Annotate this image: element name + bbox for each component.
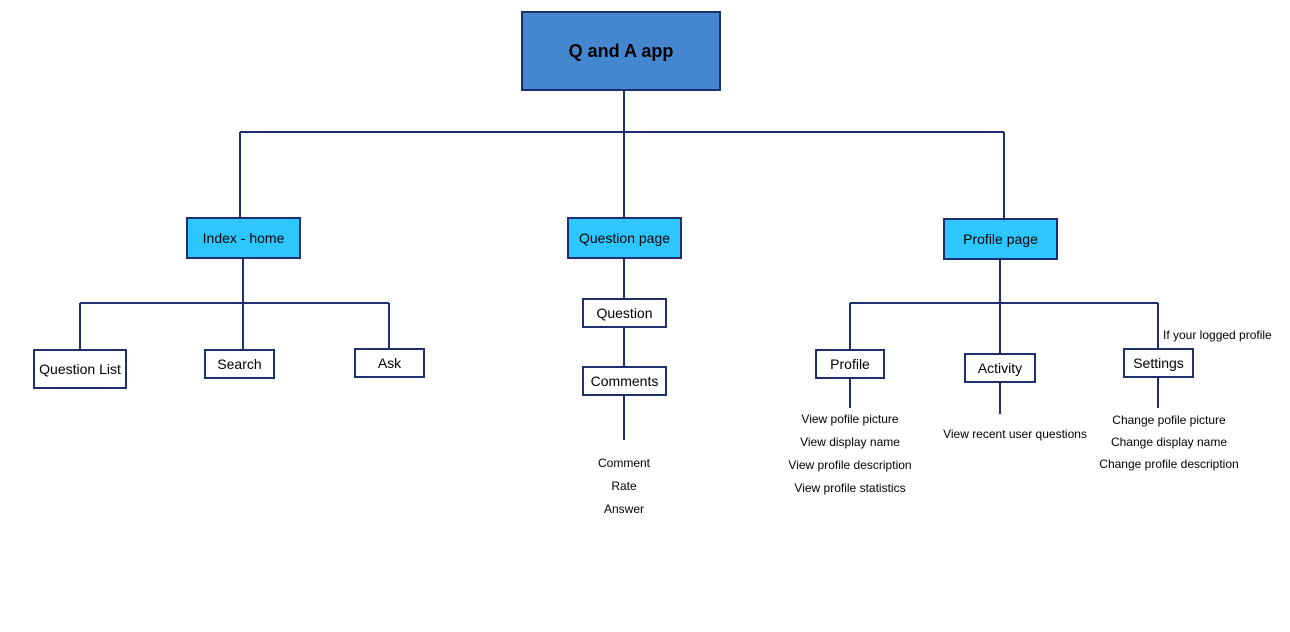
ask-node: Ask: [354, 348, 425, 378]
profile-page-node: Profile page: [943, 218, 1058, 260]
list-item: Answer: [603, 502, 644, 516]
profile-items-list: View pofile picture View display name Vi…: [770, 408, 930, 500]
root-node: Q and A app: [521, 11, 721, 91]
root-label: Q and A app: [568, 41, 674, 61]
profile-page-label: Profile page: [963, 231, 1038, 247]
list-item: Rate: [611, 479, 637, 493]
list-item: Change profile description: [1099, 457, 1239, 471]
activity-items-list: View recent user questions: [930, 423, 1100, 446]
settings-items-list: Change pofile picture Change display nam…: [1090, 409, 1248, 475]
list-item: Comment: [597, 456, 650, 470]
list-item: View profile description: [788, 458, 912, 472]
comments-node: Comments: [582, 366, 667, 396]
question-node: Question: [582, 298, 667, 328]
list-item: View recent user questions: [943, 427, 1087, 441]
activity-label: Activity: [977, 360, 1023, 376]
question-page-label: Question page: [578, 230, 671, 246]
question-page-node: Question page: [567, 217, 682, 259]
list-item: View pofile picture: [801, 412, 899, 426]
settings-label: Settings: [1133, 355, 1184, 371]
question-actions-list: Comment Rate Answer: [574, 452, 674, 521]
search-node: Search: [204, 349, 275, 379]
list-item: View profile statistics: [794, 481, 906, 495]
question-list-node: Question List: [33, 349, 127, 389]
activity-node: Activity: [964, 353, 1036, 383]
ask-label: Ask: [377, 355, 402, 371]
profile-node: Profile: [815, 349, 885, 379]
settings-node: Settings: [1123, 348, 1194, 378]
list-item: Change display name: [1110, 435, 1228, 449]
index-home-node: Index - home: [186, 217, 301, 259]
search-label: Search: [217, 356, 262, 372]
index-home-label: Index - home: [202, 230, 285, 246]
profile-label: Profile: [830, 356, 870, 372]
list-item: View display name: [800, 435, 900, 449]
question-label: Question: [596, 305, 653, 321]
comments-label: Comments: [590, 373, 659, 389]
settings-note: If your logged profile: [1163, 328, 1272, 342]
list-item: Change pofile picture: [1112, 413, 1226, 427]
question-list-label: Question List: [39, 361, 121, 377]
